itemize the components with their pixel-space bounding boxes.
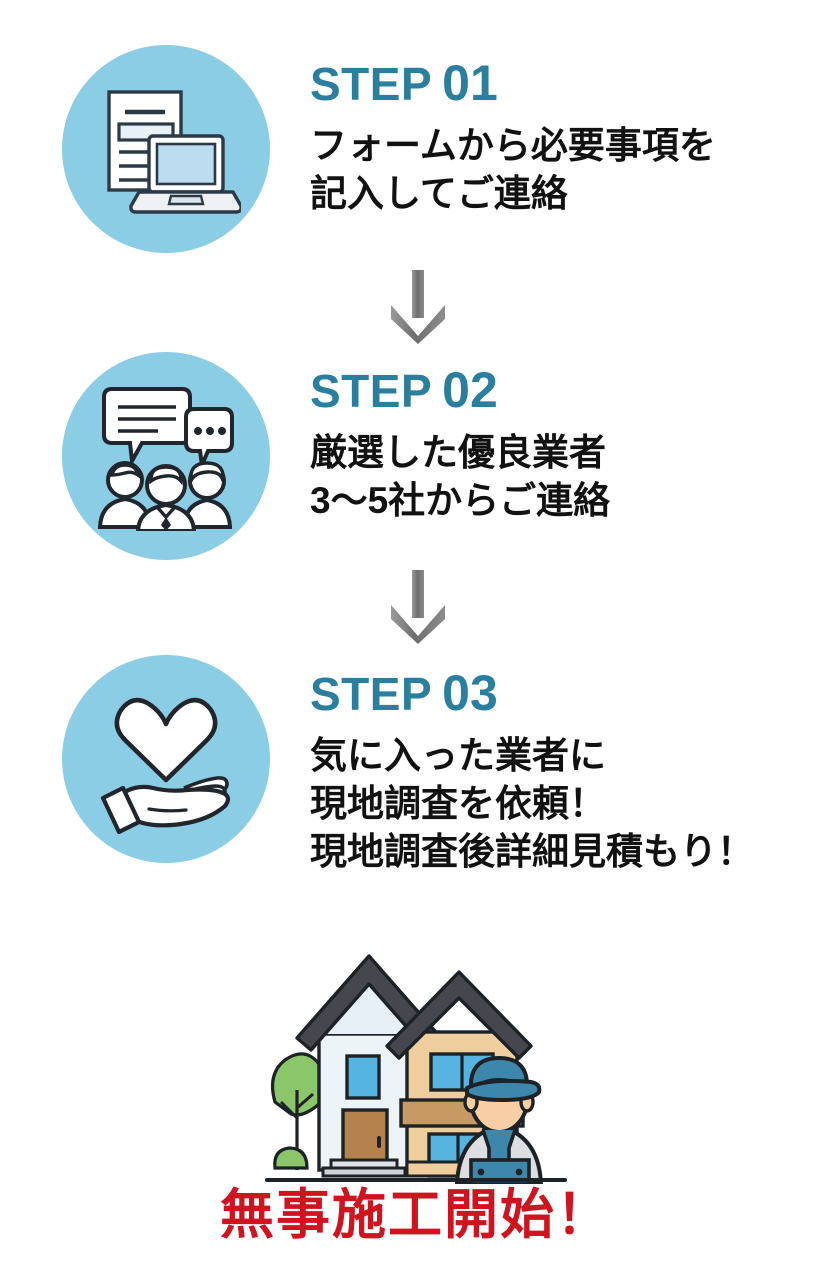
step-3-number: 03 <box>442 665 498 721</box>
document-laptop-icon <box>107 90 241 214</box>
step-3-desc-line-1: 気に入った業者に <box>310 734 606 776</box>
step-2-icon-circle <box>62 352 270 560</box>
step-1-description: フォームから必要事項を 記入してご連絡 <box>310 122 832 218</box>
step-3-description: 気に入った業者に 現地調査を依頼！ 現地調査後詳細見積もり！ <box>310 732 832 876</box>
step-3-desc-line-2: 現地調査を依頼！ <box>310 782 606 824</box>
people-chat-icon <box>97 387 234 531</box>
step-3-desc-line-3: 現地調査後詳細見積もり！ <box>310 830 754 872</box>
step-1-desc-line-1: フォームから必要事項を <box>310 124 716 166</box>
step-2-label-word: STEP <box>310 365 433 417</box>
bottom-headline: 無事施工開始！ <box>220 1185 612 1245</box>
chevron-down-icon <box>391 570 445 644</box>
down-arrow-step2-to-step3 <box>389 570 447 644</box>
step-2-desc-line-1: 厳選した優良業者 <box>310 431 606 473</box>
step-1-label-word: STEP <box>310 58 433 110</box>
house-with-worker-illustration <box>265 954 567 1184</box>
heart-in-hand-icon <box>100 697 231 834</box>
step-2-desc-line-2: 3〜5社からご連絡 <box>310 479 611 521</box>
tree-icon <box>271 1052 326 1170</box>
step-3-label-word: STEP <box>310 668 433 720</box>
chevron-down-icon <box>391 270 445 344</box>
illustration-container <box>0 922 832 1184</box>
step-1-icon-circle <box>62 45 270 253</box>
step-1-number: 01 <box>442 55 498 111</box>
step-2-description: 厳選した優良業者 3〜5社からご連絡 <box>310 429 832 525</box>
step-3-icon-circle <box>62 655 270 863</box>
step-2-number: 02 <box>442 362 498 418</box>
step-1-desc-line-2: 記入してご連絡 <box>310 172 568 214</box>
down-arrow-step1-to-step2 <box>389 270 447 344</box>
